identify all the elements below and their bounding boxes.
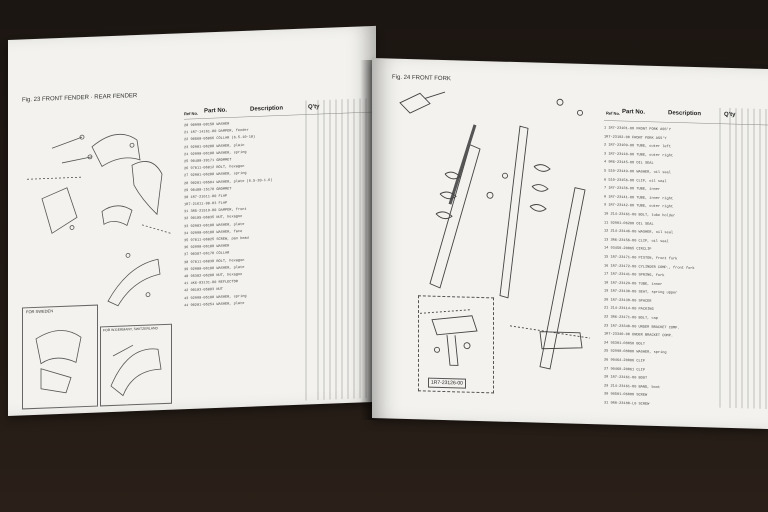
right-figure-title: Fig. 24 FRONT FORK: [392, 74, 451, 83]
fender-exploded-diagram: [27, 133, 173, 235]
front-fork-exploded-diagram: [399, 91, 591, 370]
right-page: Fig. 24 FRONT FORK: [372, 58, 768, 430]
rear-fender-diagram: [107, 252, 161, 307]
sweden-inset-label: FOR SWEDEN: [26, 308, 54, 315]
part-number-box: 1R7-23126-00: [428, 377, 466, 389]
left-table-grid: [184, 98, 374, 401]
left-figure-title: Fig. 23 FRONT FENDER · REAR FENDER: [22, 93, 138, 104]
germany-fender-diagram: [110, 344, 162, 397]
sweden-fender-diagram: [35, 330, 82, 394]
right-parts-list: 1 1R7-23101-00 FRONT FORK ASS'Y 1R7-2310…: [604, 124, 722, 411]
left-page: Fig. 23 FRONT FENDER · REAR FENDER FOR: [8, 25, 376, 417]
left-page-number: 38: [20, 415, 26, 416]
right-table-grid: [604, 107, 768, 410]
under-bracket-diagram: [431, 315, 478, 366]
